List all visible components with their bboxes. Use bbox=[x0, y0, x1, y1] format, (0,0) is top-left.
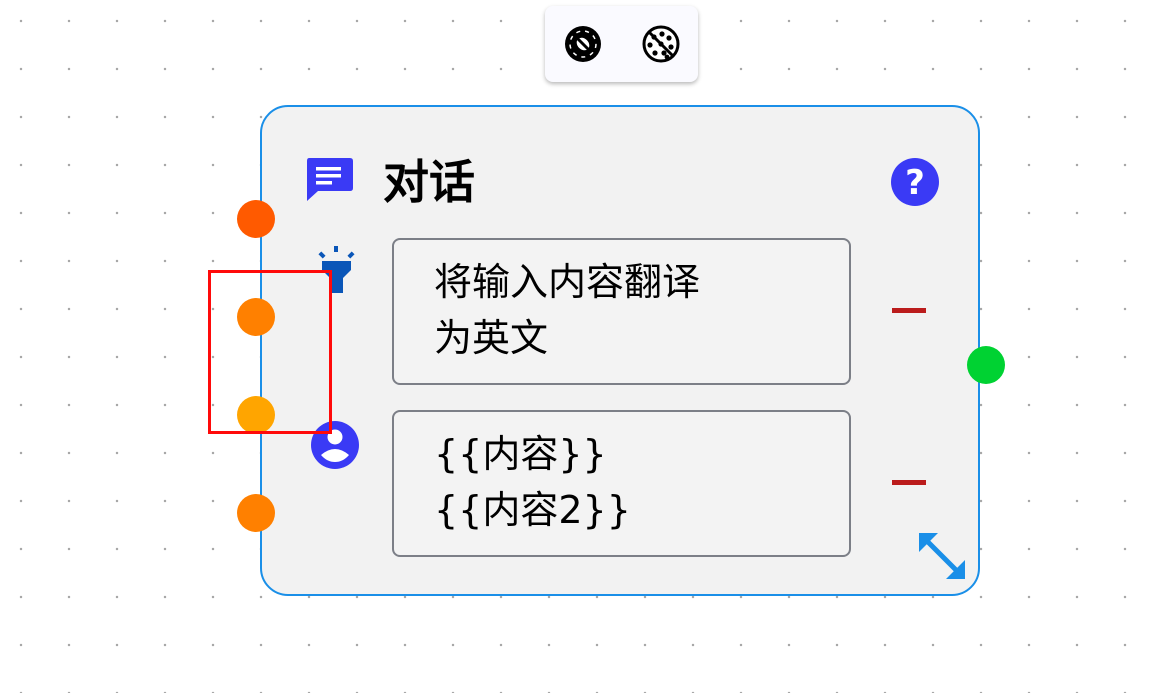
input-port-3[interactable] bbox=[237, 396, 275, 434]
input-port-1[interactable] bbox=[237, 200, 275, 238]
remove-user-message-button[interactable] bbox=[885, 468, 933, 498]
disable-dots-icon bbox=[642, 25, 679, 63]
remove-system-message-button[interactable] bbox=[885, 296, 933, 326]
node-title: 对话 bbox=[383, 155, 475, 209]
disable-node-button[interactable] bbox=[558, 19, 608, 69]
chat-message-icon bbox=[307, 158, 353, 201]
disable-connections-button[interactable] bbox=[636, 19, 686, 69]
help-question-icon[interactable]: ? bbox=[891, 158, 939, 206]
disable-circle-icon bbox=[564, 26, 601, 62]
output-port[interactable] bbox=[967, 346, 1005, 384]
user-avatar-icon bbox=[311, 421, 359, 469]
user-message-input[interactable]: {{内容}} {{内容2}} bbox=[392, 410, 851, 557]
input-port-2[interactable] bbox=[237, 298, 275, 336]
minus-icon bbox=[892, 480, 926, 485]
resize-diagonal-icon[interactable] bbox=[918, 532, 966, 580]
svg-text:?: ? bbox=[905, 163, 925, 203]
input-port-4[interactable] bbox=[237, 494, 275, 532]
minus-icon bbox=[892, 308, 926, 313]
node-toolbar bbox=[545, 6, 698, 82]
system-message-input[interactable]: 将输入内容翻译 为英文 bbox=[392, 238, 851, 385]
system-prompt-lamp-icon bbox=[318, 246, 355, 293]
